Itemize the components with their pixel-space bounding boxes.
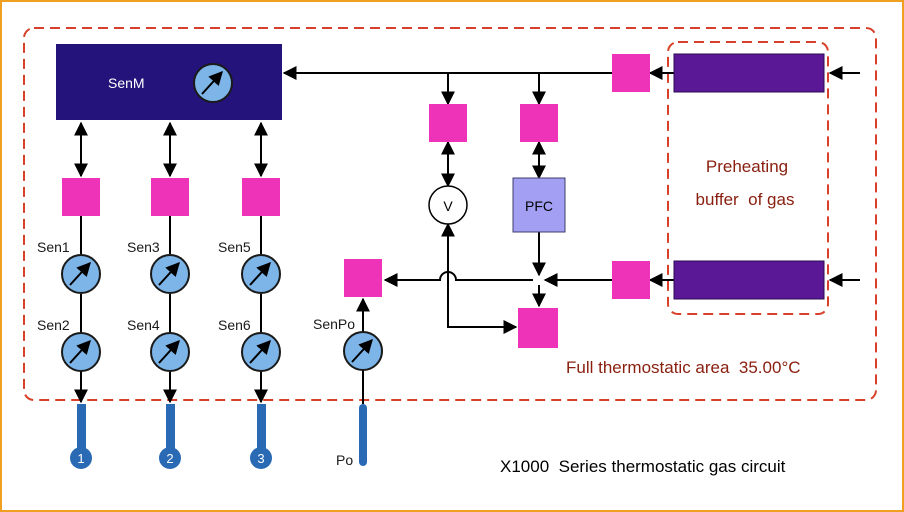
port-po[interactable]: Po — [336, 404, 367, 468]
sen5-label: Sen5 — [218, 239, 251, 255]
voltmeter — [428, 185, 468, 225]
gauge-sen3 — [150, 254, 190, 294]
valve-2[interactable] — [151, 178, 189, 216]
gauge-sen5 — [241, 254, 281, 294]
senm-gauge-icon — [193, 63, 233, 103]
senpo-label: SenPo — [313, 316, 355, 332]
port-2-label: 2 — [166, 451, 173, 466]
preheat-label-line2: buffer of gas — [696, 190, 795, 209]
valve-inlet-top[interactable] — [612, 54, 650, 92]
port-3[interactable]: 3 — [250, 404, 272, 469]
port-1[interactable]: 1 — [70, 404, 92, 469]
sen1-label: Sen1 — [37, 239, 70, 255]
heater-bottom — [673, 260, 825, 300]
gauge-sen6 — [241, 332, 281, 372]
gauge-sen2 — [61, 332, 101, 372]
sen6-label: Sen6 — [218, 317, 251, 333]
thermostatic-zone — [23, 27, 877, 401]
voltmeter-label: V — [443, 198, 453, 214]
port-2[interactable]: 2 — [159, 404, 181, 469]
port-3-label: 3 — [257, 451, 264, 466]
senm-label: SenM — [108, 75, 145, 91]
preheat-zone — [667, 41, 829, 315]
pfc-label: PFC — [525, 198, 553, 214]
gauge-sen1 — [61, 254, 101, 294]
pfc-block — [512, 177, 566, 233]
line-junction-to-senpo-valve — [383, 271, 533, 287]
gauge-sen4 — [150, 332, 190, 372]
port-po-label: Po — [336, 452, 353, 468]
diagram-title: X1000 Series thermostatic gas circuit — [500, 457, 786, 476]
sen4-label: Sen4 — [127, 317, 160, 333]
valve-senpo[interactable] — [344, 259, 382, 297]
valve-mix[interactable] — [518, 308, 558, 348]
valve-1[interactable] — [62, 178, 100, 216]
sen3-label: Sen3 — [127, 239, 160, 255]
valve-inlet-bottom[interactable] — [612, 261, 650, 299]
port-1-label: 1 — [77, 451, 84, 466]
sen2-label: Sen2 — [37, 317, 70, 333]
heater-top — [673, 53, 825, 93]
preheat-label-line1: Preheating — [706, 157, 788, 176]
valve-pfc[interactable] — [520, 104, 558, 142]
zone-temperature-label: Full thermostatic area 35.00°C — [566, 358, 801, 377]
line-v-to-bottom-valve — [441, 222, 518, 334]
gauge-senpo — [343, 331, 383, 371]
valve-3[interactable] — [242, 178, 280, 216]
valve-v[interactable] — [429, 104, 467, 142]
senm-block — [56, 44, 282, 120]
